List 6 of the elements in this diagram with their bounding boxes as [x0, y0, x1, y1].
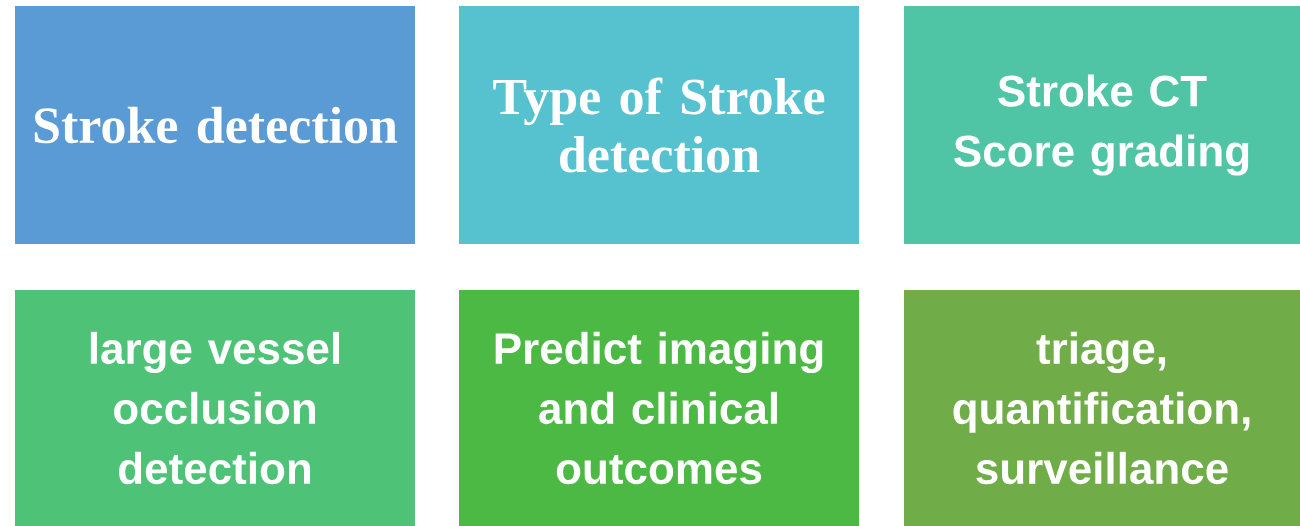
category-box: triage, quantification, surveillance: [904, 290, 1300, 526]
category-box: large vessel occlusion detection: [15, 290, 415, 526]
category-box: Stroke CT Score grading: [904, 6, 1300, 244]
category-box: Type of Stroke detection: [459, 6, 859, 244]
category-box: Predict imaging and clinical outcomes: [459, 290, 859, 526]
category-box: Stroke detection: [15, 6, 415, 244]
